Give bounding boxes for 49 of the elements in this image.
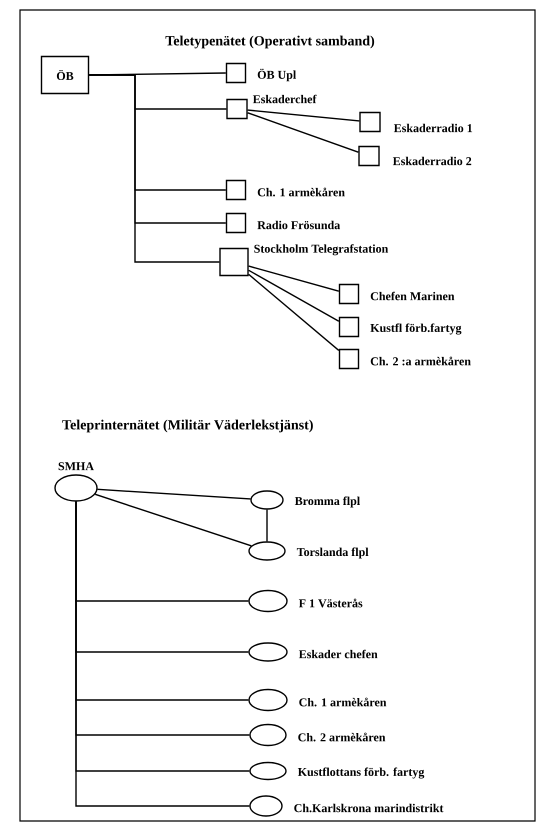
station-square <box>359 112 381 132</box>
station-square <box>226 180 246 200</box>
station-ellipse <box>250 490 284 510</box>
station-label: Eskaderradio 1 <box>394 124 472 132</box>
connector-line <box>247 112 359 153</box>
station-ellipse <box>248 688 288 712</box>
station-label: Kustfl förb.fartyg <box>370 323 462 335</box>
node-label: SMHA <box>58 462 94 470</box>
station-label: Radio Frösunda <box>257 220 340 230</box>
station-label: Torslanda flpl <box>296 548 368 558</box>
station-label: Ch. 2 armèkåren <box>298 732 386 742</box>
station-label: Eskaderradio 2 <box>392 156 472 166</box>
connector-line <box>89 74 220 263</box>
station-label: Ch. 2 :a armèkåren <box>370 356 471 366</box>
station-label: Ch.Karlskrona marindistrikt <box>294 804 444 812</box>
station-ellipse <box>249 762 287 780</box>
connector-line <box>266 510 268 542</box>
connector-line <box>248 265 339 292</box>
connector-line <box>248 274 340 351</box>
station-label: Ch. 1 armèkåren <box>299 698 386 706</box>
station-ellipse <box>249 795 283 817</box>
station-square <box>338 316 360 338</box>
station-label: Eskaderchef <box>252 94 317 104</box>
station-square <box>226 98 248 120</box>
station-label: Kustflottans förb. fartyg <box>298 767 424 779</box>
station-square <box>219 248 249 276</box>
station-square <box>226 62 246 84</box>
diagram-title: Teletypenätet (Operativt samband) <box>166 36 374 48</box>
station-label: Stockholm Telegrafstation <box>254 244 388 256</box>
station-square <box>338 348 360 370</box>
station-label: Eskader chefen <box>298 650 378 658</box>
station-ellipse <box>249 724 287 746</box>
connector-line <box>95 494 252 546</box>
station-box: ÖB <box>40 56 90 94</box>
connector-line <box>98 488 250 500</box>
station-ellipse <box>248 590 288 612</box>
station-ellipse <box>248 642 288 662</box>
station-ellipse <box>248 541 286 561</box>
connector-line <box>248 109 360 122</box>
station-label: Chefen Marinen <box>370 292 454 300</box>
station-label: ÖB Upl <box>258 68 296 82</box>
connector-line <box>248 270 340 322</box>
station-square <box>226 212 246 234</box>
station-label: Bromma flpl <box>294 496 360 508</box>
station-label: Ch. 1 armèkåren <box>258 188 345 196</box>
section-heading: Teleprinternätet (Militär Väderlekstjänst) <box>62 420 313 432</box>
station-label: F 1 Västerås <box>298 598 362 608</box>
station-square <box>358 146 380 166</box>
station-square <box>338 284 360 304</box>
